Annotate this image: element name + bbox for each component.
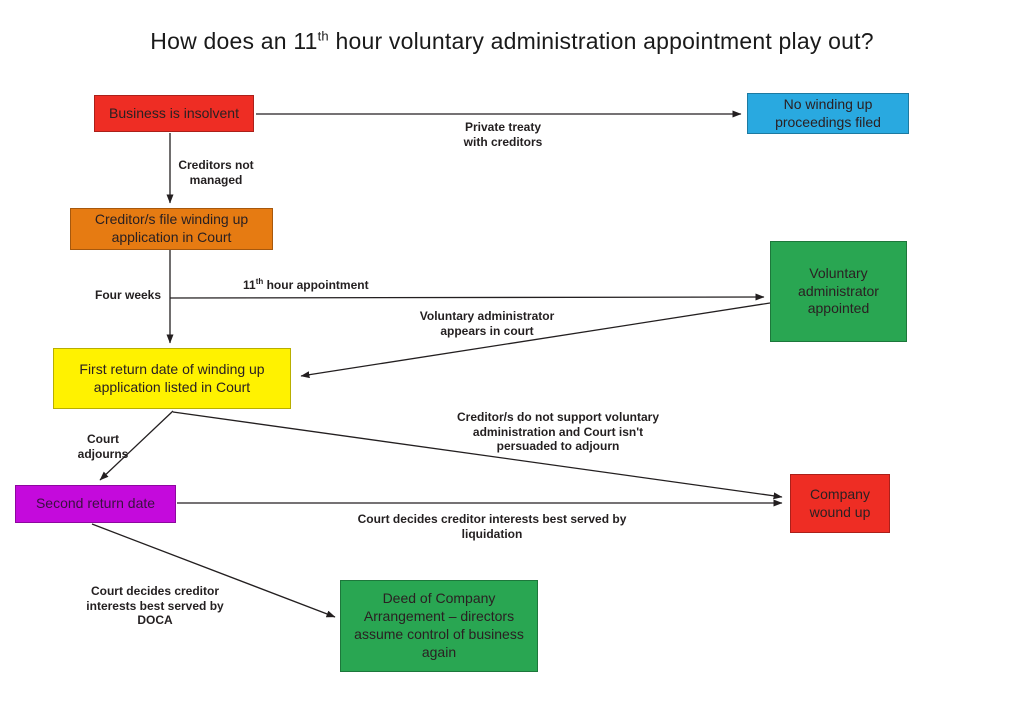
node-first-return-date: First return date of winding up applicat…	[53, 348, 291, 409]
node-business-insolvent: Business is insolvent	[94, 95, 254, 132]
edge-label-court-adjourns: Court adjourns	[77, 432, 129, 461]
edge-four-weeks-to-voluntary-administrator	[169, 293, 765, 301]
edge-label-creditors-not-managed: Creditors not managed	[178, 158, 254, 187]
node-second-return-date: Second return date	[15, 485, 176, 523]
node-creditors-file-winding-up: Creditor/s file winding up application i…	[70, 208, 273, 250]
node-deed-of-company-arrangement: Deed of Company Arrangement – directors …	[340, 580, 538, 672]
node-company-wound-up: Company wound up	[790, 474, 890, 533]
edge-label-liquidation: Court decides creditor interests best se…	[357, 512, 627, 541]
edge-label-va-appears-in-court: Voluntary administrator appears in court	[419, 309, 555, 338]
edge-label-four-weeks: Four weeks	[94, 288, 162, 302]
node-voluntary-administrator-appointed: Voluntary administrator appointed	[770, 241, 907, 342]
edge-label-creditors-do-not-support: Creditor/s do not support voluntary admi…	[456, 410, 659, 454]
node-no-winding-up-proceedings: No winding up proceedings filed	[747, 93, 909, 134]
page-title: How does an 11th hour voluntary administ…	[150, 28, 874, 54]
eleventh-hour-superscript: th	[255, 277, 264, 286]
edge-label-private-treaty: Private treaty with creditors	[463, 120, 543, 149]
title-superscript: th	[317, 28, 329, 44]
edge-label-eleventh-hour-appointment: 11th hour appointment	[243, 277, 369, 292]
edge-label-doca-decision: Court decides creditor interests best se…	[86, 584, 224, 628]
